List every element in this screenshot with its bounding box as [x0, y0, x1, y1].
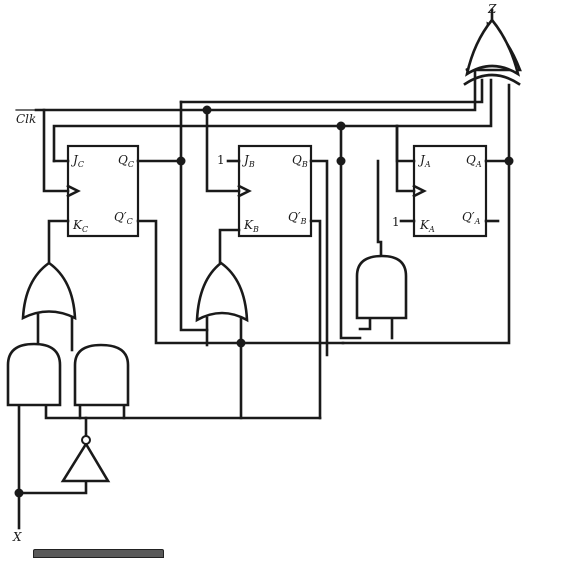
flipflop-c: JC KC QC Q′C	[66, 144, 140, 238]
wire-or-kb-out	[218, 228, 241, 264]
wire-ja-input	[395, 124, 416, 163]
wire-jc-feedback	[52, 78, 493, 163]
not-gate-body	[60, 441, 111, 483]
ka-constant-one: 1	[392, 215, 400, 229]
xor-gate-shape	[465, 17, 521, 77]
junction-qc	[176, 156, 186, 166]
clock-bus	[34, 66, 477, 112]
junction-qb	[336, 156, 346, 166]
signal-wires	[17, 78, 511, 530]
or-gate-kc	[21, 261, 77, 321]
horizontal-scrollbar-thumb[interactable]	[33, 549, 164, 558]
not-gate-bubble	[81, 435, 91, 445]
and-gate-ja	[355, 254, 408, 320]
flipflop-c-clock-triangle	[66, 184, 81, 198]
wire-xor-in-top	[179, 78, 484, 104]
flipflop-c-j-label: JC	[70, 153, 84, 169]
wire-and-bottom	[44, 403, 126, 420]
junction-qb-top	[336, 121, 346, 131]
flipflop-b-qn-label: Q′B	[288, 210, 307, 226]
wire-qa-out	[341, 159, 511, 345]
clock-to-ffc	[42, 108, 70, 193]
xor-gate	[463, 8, 522, 86]
junction-dots	[14, 105, 514, 498]
and-gate-right	[73, 343, 130, 407]
xor-gate-back-curve	[463, 73, 521, 86]
wire-qb-bar	[309, 219, 322, 420]
flipflop-a-j-label: JA	[417, 153, 431, 169]
flipflop-a-k-label: KA	[419, 218, 435, 234]
junction-qa	[504, 156, 514, 166]
flipflop-b-q-label: QB	[292, 153, 308, 169]
flipflop-c-k-label: KC	[72, 218, 88, 234]
wire-qc-out	[136, 159, 209, 332]
junction-clock-b	[202, 105, 212, 115]
flipflop-c-qn-label: Q′C	[114, 210, 133, 226]
wire-or-kc-out	[47, 219, 70, 267]
junction-x	[14, 488, 24, 498]
flipflop-b-k-label: KB	[243, 218, 259, 234]
clk-label: Clk	[16, 112, 36, 126]
flipflop-b-j-label: JB	[241, 153, 255, 169]
wire-x-to-not	[17, 479, 88, 495]
wire-qb-out	[309, 159, 329, 357]
and-gate-left	[6, 342, 62, 407]
wire-and-ja-in1	[358, 316, 372, 331]
flipflop-a-q-label: QA	[466, 153, 482, 169]
jb-constant-one: 1	[217, 153, 225, 167]
junction-middle-bus	[236, 338, 246, 348]
flipflop-b: JB KB QB Q′B	[237, 144, 313, 238]
x-label: X	[12, 530, 22, 544]
clock-to-ffb	[205, 108, 241, 193]
flipflop-a: JA KA QA Q′A	[412, 144, 488, 238]
flipflop-c-q-label: QC	[118, 153, 134, 169]
flipflop-b-clock-triangle	[237, 184, 252, 198]
wire-qc-bar	[136, 219, 345, 345]
flipflop-a-clock-triangle	[412, 184, 427, 198]
clock-to-ffa	[395, 124, 416, 193]
flipflop-a-qn-label: Q′A	[462, 210, 481, 226]
or-gate-kb	[195, 261, 249, 323]
wire-and-ja-out	[376, 159, 383, 258]
wire-qb-branch	[339, 124, 362, 340]
